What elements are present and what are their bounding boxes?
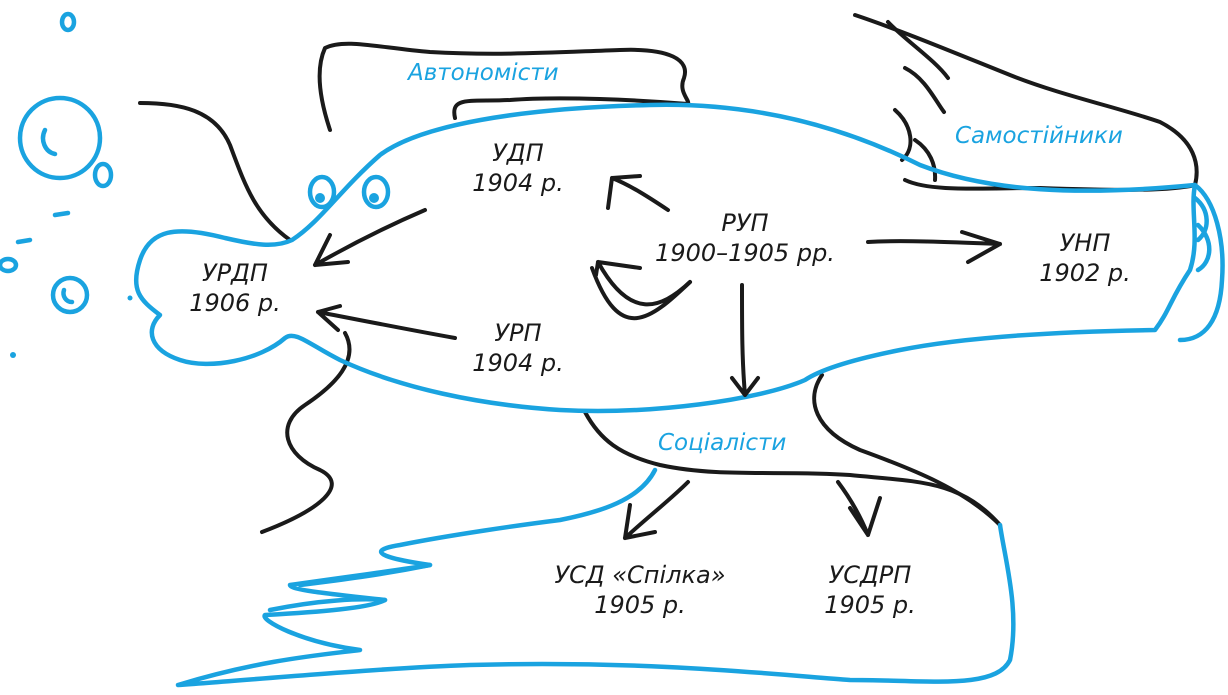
fish-tail-fins <box>1192 195 1212 273</box>
group-label-socialists: Соціалісти <box>658 430 787 456</box>
node-year: 1900–1905 рр. <box>655 239 835 267</box>
arrow-rup-urp-real <box>590 266 692 321</box>
node-name: УСДРП <box>828 561 912 589</box>
node-name: УНП <box>1059 229 1111 257</box>
node-name: РУП <box>721 209 769 237</box>
arrow-rup-urp <box>594 260 692 307</box>
node-urdp: УРДП 1906 р. <box>165 258 305 318</box>
node-name: УДП <box>492 139 544 167</box>
node-usdrp: УСДРП 1905 р. <box>800 560 940 620</box>
arrow-udp-urdp <box>313 208 427 267</box>
node-year: 1905 р. <box>594 591 686 619</box>
bubble <box>59 11 77 33</box>
node-year: 1904 р. <box>472 169 564 197</box>
node-rup: РУП 1900–1905 рр. <box>640 208 850 268</box>
fish-tail-outline <box>1177 182 1225 343</box>
fish-pupil-right <box>369 193 379 203</box>
bubble-dash <box>15 237 33 245</box>
arrow-socialists-usdrp <box>836 480 882 537</box>
lower-wave-outline <box>260 331 352 534</box>
bubble-highlight <box>61 287 75 305</box>
bubble <box>17 95 103 181</box>
socialists-right-outline <box>812 373 1002 527</box>
node-name: УСД «Спілка» <box>554 561 726 589</box>
arrow-urp-urdp <box>316 304 457 340</box>
node-usd: УСД «Спілка» 1905 р. <box>530 560 750 620</box>
bubble <box>92 161 114 189</box>
independents-waves <box>886 20 950 182</box>
arrow-rup-udp <box>606 174 670 212</box>
node-name: УРП <box>494 319 542 347</box>
node-unp: УНП 1902 р. <box>1015 228 1155 288</box>
lower-fin-outline <box>175 467 1016 688</box>
group-label-independents: Самостійники <box>955 123 1123 149</box>
bubble <box>50 275 90 315</box>
arrow-rup-unp <box>866 230 1002 264</box>
bubble-dot <box>127 295 133 301</box>
fish-eye-left <box>307 174 337 210</box>
lower-fin-inner <box>267 562 433 613</box>
node-urp: УРП 1904 р. <box>448 318 588 378</box>
bubble-dot <box>10 352 16 358</box>
node-year: 1905 р. <box>824 591 916 619</box>
node-year: 1906 р. <box>189 289 281 317</box>
group-label-autonomists: Автономісти <box>408 60 559 86</box>
arrow-socialists-usd <box>623 480 690 540</box>
fish-pupil-left <box>315 193 325 203</box>
bubble-dash <box>52 210 71 218</box>
node-year: 1902 р. <box>1039 259 1131 287</box>
socialists-outline <box>583 410 1002 527</box>
node-name: УРДП <box>202 259 268 287</box>
node-udp: УДП 1904 р. <box>448 138 588 198</box>
bubble-highlight <box>40 127 58 157</box>
autonomists-outline <box>317 41 691 132</box>
fish-eye-right <box>361 174 391 210</box>
left-wave-outline <box>138 101 292 242</box>
node-year: 1904 р. <box>472 349 564 377</box>
fish-body-outline <box>133 102 1198 414</box>
bubble <box>0 256 19 274</box>
arrow-rup-socialists <box>730 283 760 397</box>
